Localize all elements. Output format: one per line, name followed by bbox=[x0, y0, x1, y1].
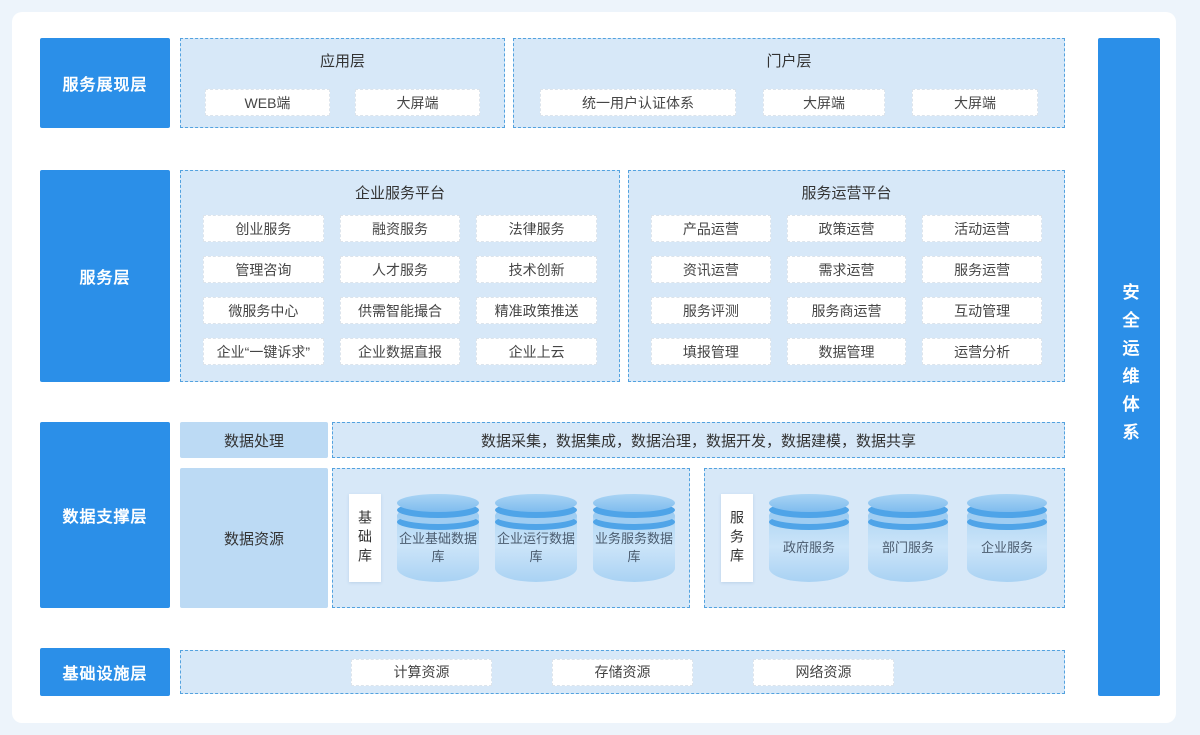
database-label: 企业运行数据库 bbox=[497, 530, 576, 564]
item-operation: 需求运营 bbox=[786, 256, 907, 283]
cylinder-cap bbox=[495, 494, 577, 512]
infrastructure-items-row: 计算资源 存储资源 网络资源 bbox=[181, 651, 1064, 693]
layer-label-service-presentation: 服务展现层 bbox=[40, 38, 170, 128]
item-service: 企业“一键诉求” bbox=[203, 338, 324, 365]
application-items-row: WEB端 大屏端 bbox=[181, 89, 504, 116]
item-service: 微服务中心 bbox=[203, 297, 324, 324]
database-label: 部门服务 bbox=[881, 539, 934, 555]
panel-title-portal: 门户层 bbox=[766, 53, 812, 70]
item-network-resource: 网络资源 bbox=[753, 658, 894, 686]
layer-label-infrastructure: 基础设施层 bbox=[40, 648, 170, 696]
item-service: 管理咨询 bbox=[203, 256, 324, 283]
panel-enterprise-service-platform: 企业服务平台 创业服务 融资服务 法律服务 管理咨询 人才服务 技术创新 微服务… bbox=[180, 170, 620, 382]
item-service: 法律服务 bbox=[476, 215, 597, 242]
database-cylinder: 企业服务 bbox=[967, 494, 1047, 582]
item-operation: 资讯运营 bbox=[651, 256, 771, 283]
panel-service-library: 服务库 政府服务 部门服务 bbox=[704, 468, 1065, 608]
item-service: 融资服务 bbox=[339, 215, 461, 242]
panel-service-operation-platform: 服务运营平台 产品运营 政策运营 活动运营 资讯运营 需求运营 服务运营 服务评… bbox=[628, 170, 1065, 382]
portal-items-row: 统一用户认证体系 大屏端 大屏端 bbox=[514, 89, 1064, 116]
cylinder-cap bbox=[769, 494, 849, 512]
cylinder-cap bbox=[868, 494, 948, 512]
item-big-screen: 大屏端 bbox=[355, 89, 480, 116]
item-operation: 运营分析 bbox=[922, 338, 1042, 365]
enterprise-items-grid: 创业服务 融资服务 法律服务 管理咨询 人才服务 技术创新 微服务中心 供需智能… bbox=[181, 203, 619, 365]
item-big-screen: 大屏端 bbox=[763, 89, 885, 116]
layer-label-service: 服务层 bbox=[40, 170, 170, 382]
cylinder-cap bbox=[967, 494, 1047, 512]
item-service: 人才服务 bbox=[339, 256, 461, 283]
item-service: 创业服务 bbox=[203, 215, 324, 242]
database-cylinder: 企业基础数据库 bbox=[397, 494, 479, 582]
item-operation: 活动运营 bbox=[922, 215, 1042, 242]
item-service: 供需智能撮合 bbox=[339, 297, 461, 324]
item-service: 企业数据直报 bbox=[339, 338, 461, 365]
item-service: 精准政策推送 bbox=[476, 297, 597, 324]
database-label: 业务服务数据库 bbox=[595, 530, 674, 564]
item-operation: 政策运营 bbox=[786, 215, 907, 242]
security-ops-sidebar: 安全运维体系 bbox=[1098, 38, 1160, 696]
base-library-cylinders: 企业基础数据库 企业运行数据库 业务服务数据库 bbox=[397, 494, 675, 582]
item-unified-auth: 统一用户认证体系 bbox=[540, 89, 736, 116]
cylinder-cap bbox=[397, 494, 479, 512]
database-cylinder: 部门服务 bbox=[868, 494, 948, 582]
database-label: 政府服务 bbox=[782, 539, 835, 555]
item-big-screen: 大屏端 bbox=[912, 89, 1038, 116]
layer-label-data-support: 数据支撑层 bbox=[40, 422, 170, 608]
operation-items-grid: 产品运营 政策运营 活动运营 资讯运营 需求运营 服务运营 服务评测 服务商运营… bbox=[629, 203, 1064, 365]
panel-base-library: 基础库 企业基础数据库 企业运行数据库 bbox=[332, 468, 690, 608]
panel-portal-layer: 门户层 统一用户认证体系 大屏端 大屏端 bbox=[513, 38, 1065, 128]
box-data-pipeline: 数据采集，数据集成，数据治理，数据开发，数据建模，数据共享 bbox=[332, 422, 1065, 458]
item-operation: 产品运营 bbox=[651, 215, 771, 242]
box-data-processing: 数据处理 bbox=[180, 422, 328, 458]
item-storage-resource: 存储资源 bbox=[552, 658, 693, 686]
item-operation: 数据管理 bbox=[786, 338, 907, 365]
item-service: 企业上云 bbox=[476, 338, 597, 365]
panel-title-operation: 服务运营平台 bbox=[801, 185, 892, 202]
item-operation: 填报管理 bbox=[651, 338, 771, 365]
service-library-label: 服务库 bbox=[721, 494, 753, 582]
item-operation: 服务运营 bbox=[922, 256, 1042, 283]
item-web-client: WEB端 bbox=[205, 89, 330, 116]
panel-title-enterprise: 企业服务平台 bbox=[354, 185, 445, 202]
item-operation: 互动管理 bbox=[922, 297, 1042, 324]
box-data-resources: 数据资源 bbox=[180, 468, 328, 608]
item-operation: 服务商运营 bbox=[786, 297, 907, 324]
panel-infrastructure: 计算资源 存储资源 网络资源 bbox=[180, 650, 1065, 694]
panel-application-layer: 应用层 WEB端 大屏端 bbox=[180, 38, 505, 128]
cylinder-cap bbox=[593, 494, 675, 512]
database-cylinder: 政府服务 bbox=[769, 494, 849, 582]
base-library-label: 基础库 bbox=[349, 494, 381, 582]
architecture-diagram-card: 服务展现层 应用层 WEB端 大屏端 门户层 统一用户认证体系 大屏端 大屏端 … bbox=[12, 12, 1176, 723]
service-library-cylinders: 政府服务 部门服务 企业服务 bbox=[769, 494, 1047, 582]
database-label: 企业基础数据库 bbox=[399, 530, 478, 564]
panel-title-application: 应用层 bbox=[319, 53, 365, 70]
database-cylinder: 业务服务数据库 bbox=[593, 494, 675, 582]
database-label: 企业服务 bbox=[980, 539, 1033, 555]
item-service: 技术创新 bbox=[476, 256, 597, 283]
database-cylinder: 企业运行数据库 bbox=[495, 494, 577, 582]
item-operation: 服务评测 bbox=[651, 297, 771, 324]
item-compute-resource: 计算资源 bbox=[351, 658, 492, 686]
